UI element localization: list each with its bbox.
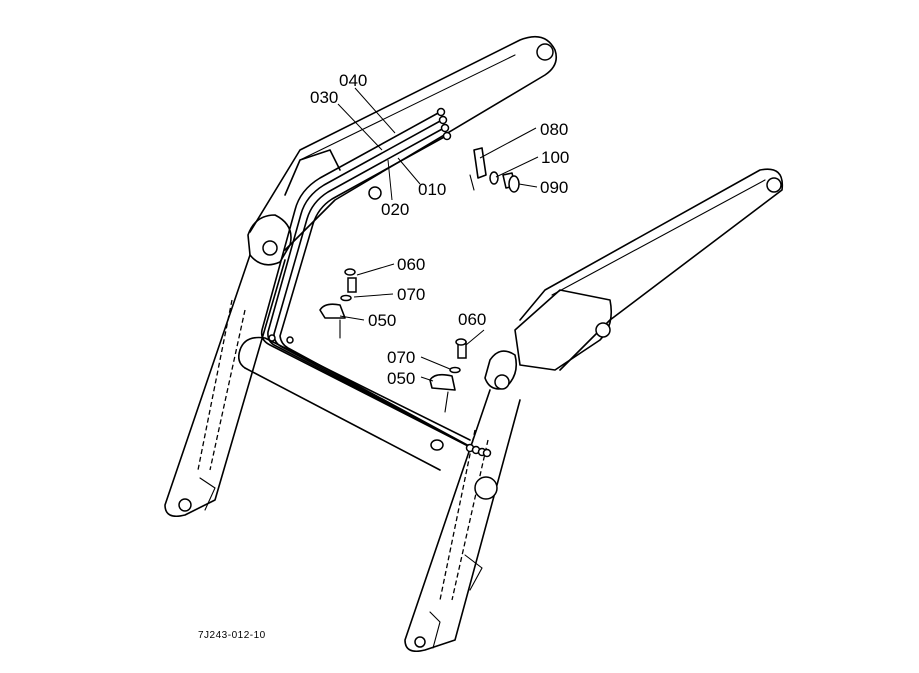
callout-050-a: 050 <box>368 311 396 330</box>
callout-070-a: 070 <box>397 285 425 304</box>
callout-080: 080 <box>540 120 568 139</box>
callout-020: 020 <box>381 200 409 219</box>
callout-060-b: 060 <box>458 310 486 329</box>
top-clamp-hardware <box>469 147 520 193</box>
cross-tube <box>238 336 471 471</box>
left-loader-arm <box>164 35 558 518</box>
hydraulic-pipe-bundle <box>260 107 492 458</box>
callout-100: 100 <box>541 148 569 167</box>
lower-clamp-set-b <box>429 338 467 413</box>
right-loader-arm <box>404 168 784 653</box>
callout-040: 040 <box>339 71 367 90</box>
callout-leaders <box>337 87 539 382</box>
callout-060-a: 060 <box>397 255 425 274</box>
callout-090: 090 <box>540 178 568 197</box>
callout-010: 010 <box>418 180 446 199</box>
callout-070-b: 070 <box>387 348 415 367</box>
lower-clamp-set-a <box>319 268 357 339</box>
callout-050-b: 050 <box>387 369 415 388</box>
callout-labels: 040 030 020 010 080 100 090 060 070 050 … <box>310 71 569 388</box>
drawing-code: 7J243-012-10 <box>198 630 266 641</box>
callout-030: 030 <box>310 88 338 107</box>
